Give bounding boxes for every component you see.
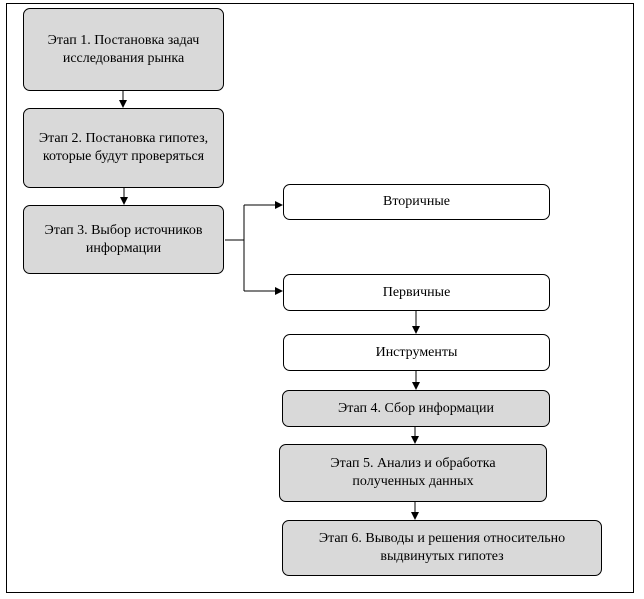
stage-4-box: Этап 4. Сбор информации bbox=[282, 390, 550, 427]
instruments-box: Инструменты bbox=[283, 334, 550, 371]
stage-1-box: Этап 1. Постановка задач исследования ры… bbox=[23, 8, 224, 91]
stage-2-box: Этап 2. Постановка гипотез, которые буду… bbox=[23, 108, 224, 188]
secondary-sources-box: Вторичные bbox=[283, 184, 550, 220]
primary-sources-box: Первичные bbox=[283, 274, 550, 311]
stage-5-box: Этап 5. Анализ и обработка полученных да… bbox=[279, 444, 547, 502]
stage-3-box: Этап 3. Выбор источников информации bbox=[23, 205, 224, 274]
stage-6-box: Этап 6. Выводы и решения относительно вы… bbox=[282, 520, 602, 576]
